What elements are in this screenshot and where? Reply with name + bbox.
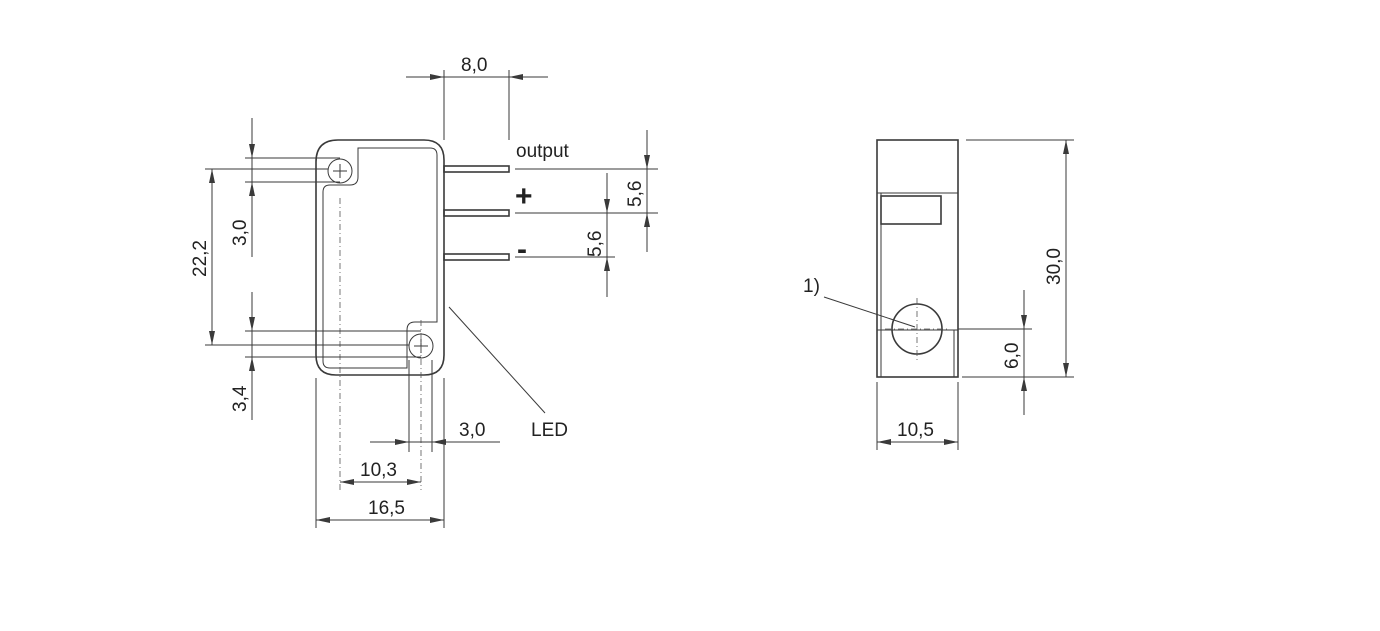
label-output: output [516,141,570,162]
pin-minus [443,253,510,261]
dim-hole-offset-top: 3,0 [230,118,255,257]
side-recess [880,195,942,225]
mounting-hole-top [327,158,353,184]
led-leader-line [448,306,546,414]
dim-pin-pitch-lower-label: 5,6 [585,231,606,257]
dim-hole-spacing-label: 22,2 [190,240,211,277]
dim-pin-pitch-upper: 5,6 [625,130,650,252]
dim-overall-width-label: 16,5 [368,498,405,519]
dim-height-label: 30,0 [1044,248,1065,285]
footnote-leader-line [823,296,916,328]
dim-hole-offset-top-label: 3,0 [230,220,251,246]
dim-pin-pitch-upper-label: 5,6 [625,181,646,207]
housing-inner-contour [322,147,438,369]
dim-led-height-label: 6,0 [1002,343,1023,369]
dim-hole-offset-bottom: 3,4 [230,292,255,420]
dim-hole-offset-right-label: 3,0 [459,420,485,441]
dim-pin-pitch-lower: 5,6 [585,173,610,297]
label-minus: - [517,233,527,266]
housing-outline [315,139,445,376]
side-view: 1) 30,0 6,0 10,5 [803,139,1074,450]
dim-height: 30,0 [962,139,1074,378]
front-view: output + - LED 8,0 5,6 [190,55,658,528]
label-led: LED [531,420,568,441]
label-plus: + [515,180,533,213]
dim-overall-width: 16,5 [316,498,444,523]
pin-plus [443,209,510,217]
dim-inner-width-label: 10,3 [360,460,397,481]
footnote-ref: 1) [803,276,820,297]
dim-led-height: 6,0 [958,290,1032,415]
dim-inner-width: 10,3 [340,460,421,485]
dim-width-label: 10,5 [897,420,934,441]
side-body-outline [876,139,959,378]
pin-output [443,165,510,173]
dim-hole-spacing: 22,2 [190,169,215,345]
dim-pin-length: 8,0 [406,55,548,140]
dim-hole-offset-bottom-label: 3,4 [230,385,251,412]
dim-pin-length-label: 8,0 [461,55,487,76]
dim-width: 10,5 [876,382,959,450]
dim-hole-offset-right: 3,0 [370,420,500,445]
